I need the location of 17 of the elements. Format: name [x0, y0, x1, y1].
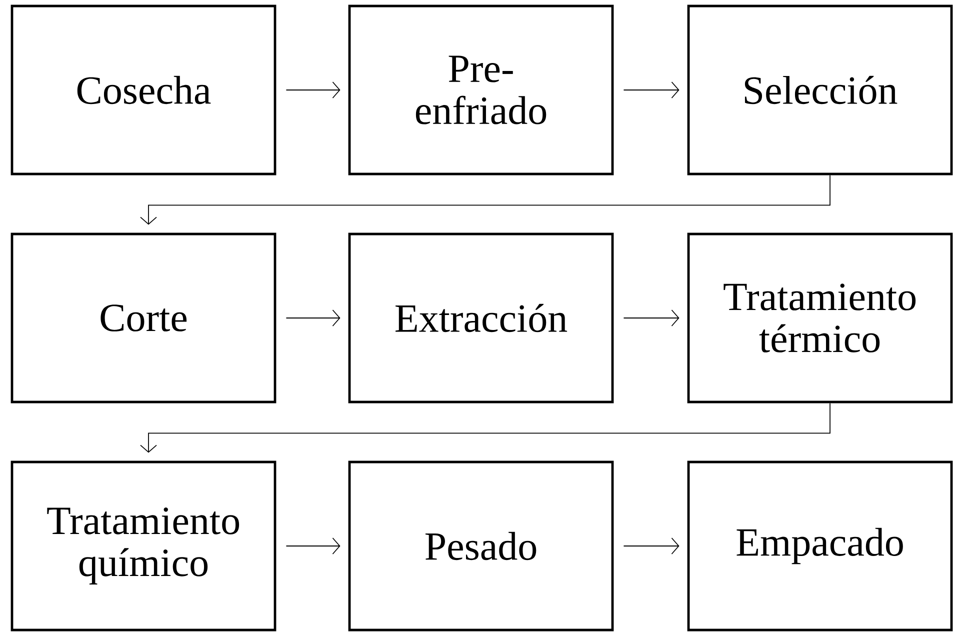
- process-box: Tratamiento térmico: [687, 232, 953, 404]
- process-box: Empacado: [687, 460, 953, 632]
- arrow: [623, 310, 680, 326]
- arrow: [286, 538, 340, 554]
- process-box: Pesado: [348, 460, 614, 632]
- arrow: [623, 82, 680, 98]
- process-box: Corte: [10, 232, 276, 404]
- arrow: [286, 310, 340, 326]
- process-box: Pre-enfriado: [348, 4, 614, 176]
- process-box: Selección: [687, 4, 953, 176]
- arrow: [286, 82, 340, 98]
- arrow: [140, 402, 830, 453]
- process-box: Cosecha: [10, 4, 276, 176]
- arrow: [140, 174, 830, 225]
- arrow: [623, 538, 680, 554]
- process-box: Tratamiento químico: [10, 460, 276, 632]
- process-box: Extracción: [348, 232, 614, 404]
